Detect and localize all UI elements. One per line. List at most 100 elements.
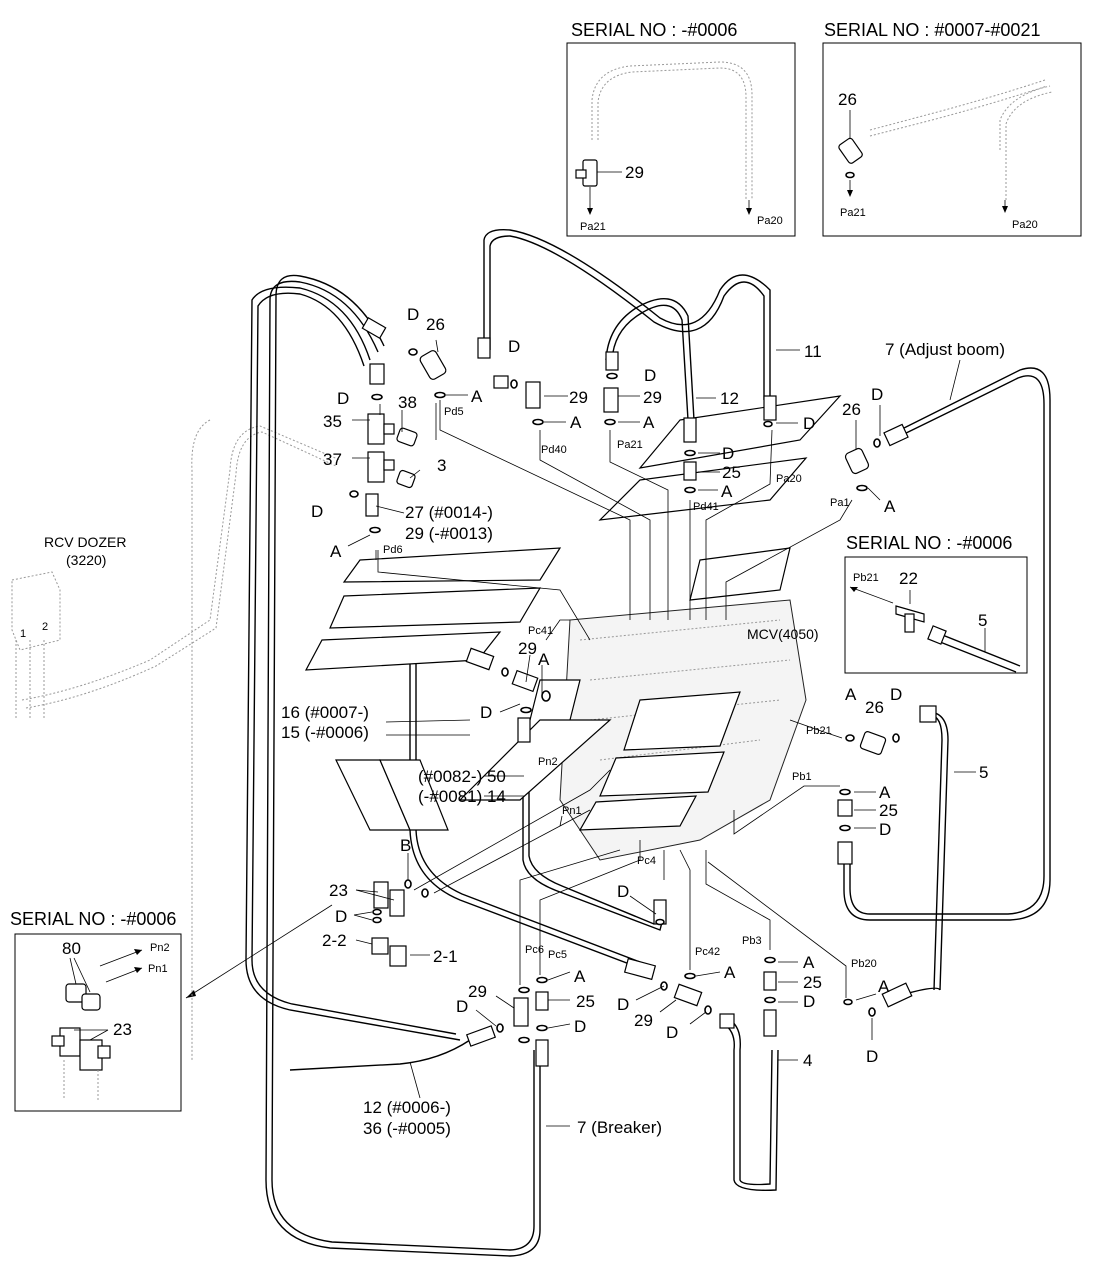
letter-a: A [574,967,586,986]
letter-a: A [724,963,736,982]
port-pb3-label: Pb3 [742,935,762,947]
port-pa20-label-2: Pa20 [1012,219,1038,231]
part-27-label: 27 (#0014-) [405,503,493,522]
rcv-pin-1: 1 [20,628,26,640]
serial-box-top-left-title: SERIAL NO : -#0006 [571,20,737,40]
mcv-label: MCV(4050) [747,626,819,642]
letter-d: D [574,1017,586,1036]
part-37-label: 37 [323,450,342,469]
letter-a: A [845,685,857,704]
letter-a: A [803,953,815,972]
part-26-label-pb21: 26 [865,698,884,717]
serial-box-bottom-left-title: SERIAL NO : -#0006 [10,909,176,929]
letter-d: D [666,1023,678,1042]
letter-d: D [335,907,347,926]
part-29-label-lower: 29 [468,982,487,1001]
letter-a: A [643,413,655,432]
letter-d: D [866,1047,878,1066]
part-50-label: (#0082-) 50 [418,767,506,786]
part-14-label: (-#0081) 14 [418,787,506,806]
port-pn2-label: Pn2 [150,942,170,954]
serial-box-top-right-title: SERIAL NO : #0007-#0021 [824,20,1040,40]
letter-d: D [871,385,883,404]
part-3-label: 3 [437,456,446,475]
serial-box-bottom-left: SERIAL NO : -#0006 80 Pn2 Pn1 23 [10,909,182,1112]
letter-a: A [330,542,342,561]
letter-d: D [890,685,902,704]
port-pa21-label: Pa21 [580,221,606,233]
port-pa20-label-main: Pa20 [776,473,802,485]
serial-box-mid-right: SERIAL NO : -#0006 Pb21 22 5 [844,533,1028,674]
letter-d: D [617,995,629,1014]
letter-d: D [803,414,815,433]
part-35-label: 35 [323,412,342,431]
part-80-label: 80 [62,939,81,958]
part-36-label: 36 (-#0005) [363,1119,451,1138]
part-25-label-pb3: 25 [803,973,822,992]
port-pb20-label: Pb20 [851,958,877,970]
rcv-dozer-code: (3220) [66,552,106,568]
letter-d: D [407,305,419,324]
rcv-dozer: RCV DOZER (3220) 1 2 [11,419,341,1060]
letter-a: A [471,387,483,406]
letter-d: D [722,444,734,463]
port-pb1-label: Pb1 [792,771,812,783]
part-25-label: 25 [722,463,741,482]
port-pa21-label-main: Pa21 [617,439,643,451]
rcv-dozer-label: RCV DOZER [44,534,126,550]
part-29-label-mid2: 29 [643,388,662,407]
part-29-label-pc42: 29 [634,1011,653,1030]
letter-a: A [879,783,891,802]
part-5-label-main: 5 [979,763,988,782]
part-22-label: 22 [899,569,918,588]
letter-a: A [570,413,582,432]
port-pd40-label: Pd40 [541,444,567,456]
part-5-label: 5 [978,611,987,630]
part-12b-label: 12 (#0006-) [363,1098,451,1117]
port-pn1-label-main: Pn1 [562,805,582,817]
port-pa21-label-2: Pa21 [840,207,866,219]
part-16-label: 16 (#0007-) [281,703,369,722]
port-pa20-label: Pa20 [757,215,783,227]
part-25-label-pb1: 25 [879,801,898,820]
port-pd6-label: Pd6 [383,544,403,556]
part-38-label: 38 [398,393,417,412]
letter-a: A [721,482,733,501]
port-pc5-label: Pc5 [548,949,567,961]
letter-d: D [508,337,520,356]
part-7-breaker-label: 7 (Breaker) [577,1118,662,1137]
part-23-label-box: 23 [113,1020,132,1039]
letter-b: B [400,836,411,855]
serial-box-top-left: SERIAL NO : -#0006 29 Pa21 Pa20 [566,20,796,237]
part-26-label-top: 26 [426,315,445,334]
letter-d: D [456,997,468,1016]
letter-d: D [480,703,492,722]
port-pc4-label: Pc4 [637,855,656,867]
port-pc41-label: Pc41 [528,625,553,637]
labels: D 26 A Pd5 D 35 38 37 3 D 27 (#0014-) 29… [281,305,1005,1138]
port-pb21-label: Pb21 [853,572,879,584]
part-4-label: 4 [803,1051,812,1070]
letter-d: D [644,366,656,385]
part-26-label-right: 26 [842,400,861,419]
part-2-1-label: 2-1 [433,947,458,966]
port-pc6-label: Pc6 [525,944,544,956]
part-12-label: 12 [720,389,739,408]
part-26-label: 26 [838,90,857,109]
fittings [349,316,937,1067]
port-pd5-label: Pd5 [444,406,464,418]
part-7-adjust-label: 7 (Adjust boom) [885,340,1005,359]
part-29b-label: 29 (-#0013) [405,524,493,543]
port-pd41-label: Pd41 [693,501,719,513]
part-15-label: 15 (-#0006) [281,723,369,742]
serial-box-top-right: SERIAL NO : #0007-#0021 26 Pa21 Pa20 [822,20,1082,237]
part-29-label-center: 29 [518,639,537,658]
part-11-label: 11 [804,342,822,361]
mcv-valve: MCV(4050) [304,395,842,861]
rcv-pin-2: 2 [42,621,48,633]
port-pn2-label-main: Pn2 [538,756,558,768]
serial-box-mid-right-title: SERIAL NO : -#0006 [846,533,1012,553]
port-pa1-label: Pa1 [830,497,850,509]
letter-d: D [879,820,891,839]
part-29-label-mid: 29 [569,388,588,407]
